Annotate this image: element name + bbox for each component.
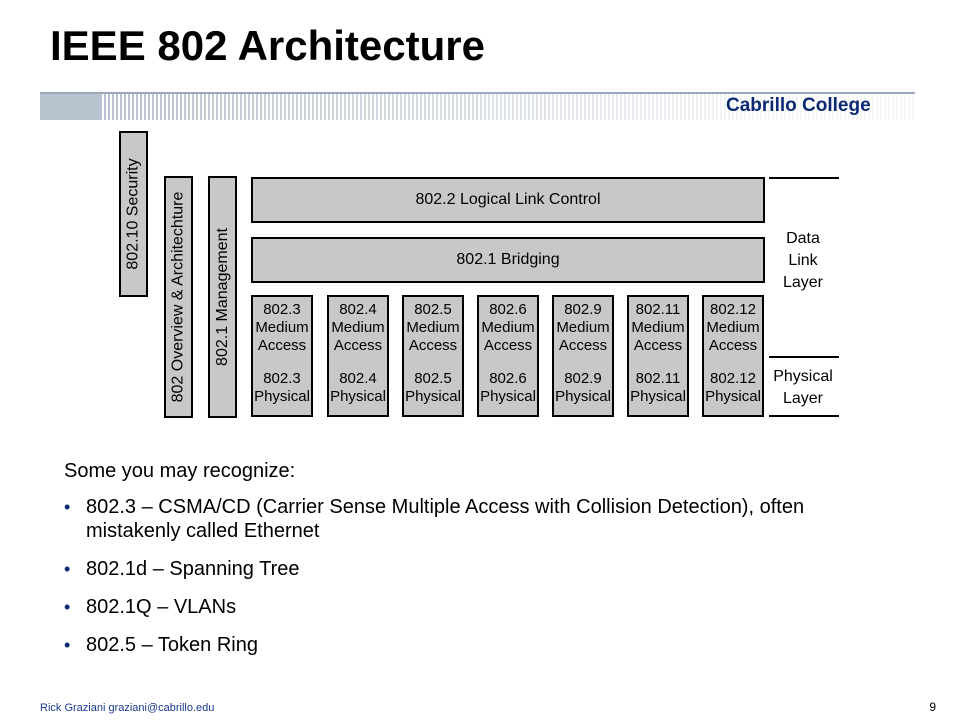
physical-bottom-line <box>769 415 839 417</box>
data-link-top-line <box>769 177 839 179</box>
bridging-box: 802.1 Bridging <box>251 237 765 283</box>
management-label: 802.1 Management <box>213 228 231 366</box>
data-link-layer-label: Data Link Layer <box>782 230 824 291</box>
bullet-icon: • <box>64 497 71 517</box>
overview-label: 802 Overview & Architechture <box>169 191 187 403</box>
intro-text: Some you may recognize: <box>64 460 296 482</box>
security-box: 802.10 Security <box>119 131 148 297</box>
brand-stripe-bar <box>40 92 915 120</box>
bullet-icon: • <box>64 597 71 617</box>
bullet-list: •802.3 – CSMA/CD (Carrier Sense Multiple… <box>64 495 904 671</box>
bullet-icon: • <box>64 635 71 655</box>
overview-box: 802 Overview & Architechture <box>164 176 193 418</box>
management-box: 802.1 Management <box>208 176 237 418</box>
llc-box: 802.2 Logical Link Control <box>251 177 765 223</box>
list-item: •802.3 – CSMA/CD (Carrier Sense Multiple… <box>64 496 805 542</box>
brand-logo-text: Cabrillo College <box>726 95 871 116</box>
list-item: •802.5 – Token Ring <box>64 634 258 656</box>
bridging-label: 802.1 Bridging <box>456 251 560 268</box>
security-label: 802.10 Security <box>124 158 142 270</box>
bullet-icon: • <box>64 559 71 579</box>
slide-title: IEEE 802 Architecture <box>50 22 485 69</box>
layer-divider-line <box>769 356 839 358</box>
physical-layer-label: Physical Layer <box>773 368 833 407</box>
footer-author: Rick Graziani graziani@cabrillo.edu <box>40 702 215 714</box>
llc-label: 802.2 Logical Link Control <box>415 191 601 208</box>
list-item: •802.1d – Spanning Tree <box>64 558 300 580</box>
page-number: 9 <box>929 700 936 714</box>
list-item: •802.1Q – VLANs <box>64 596 237 618</box>
